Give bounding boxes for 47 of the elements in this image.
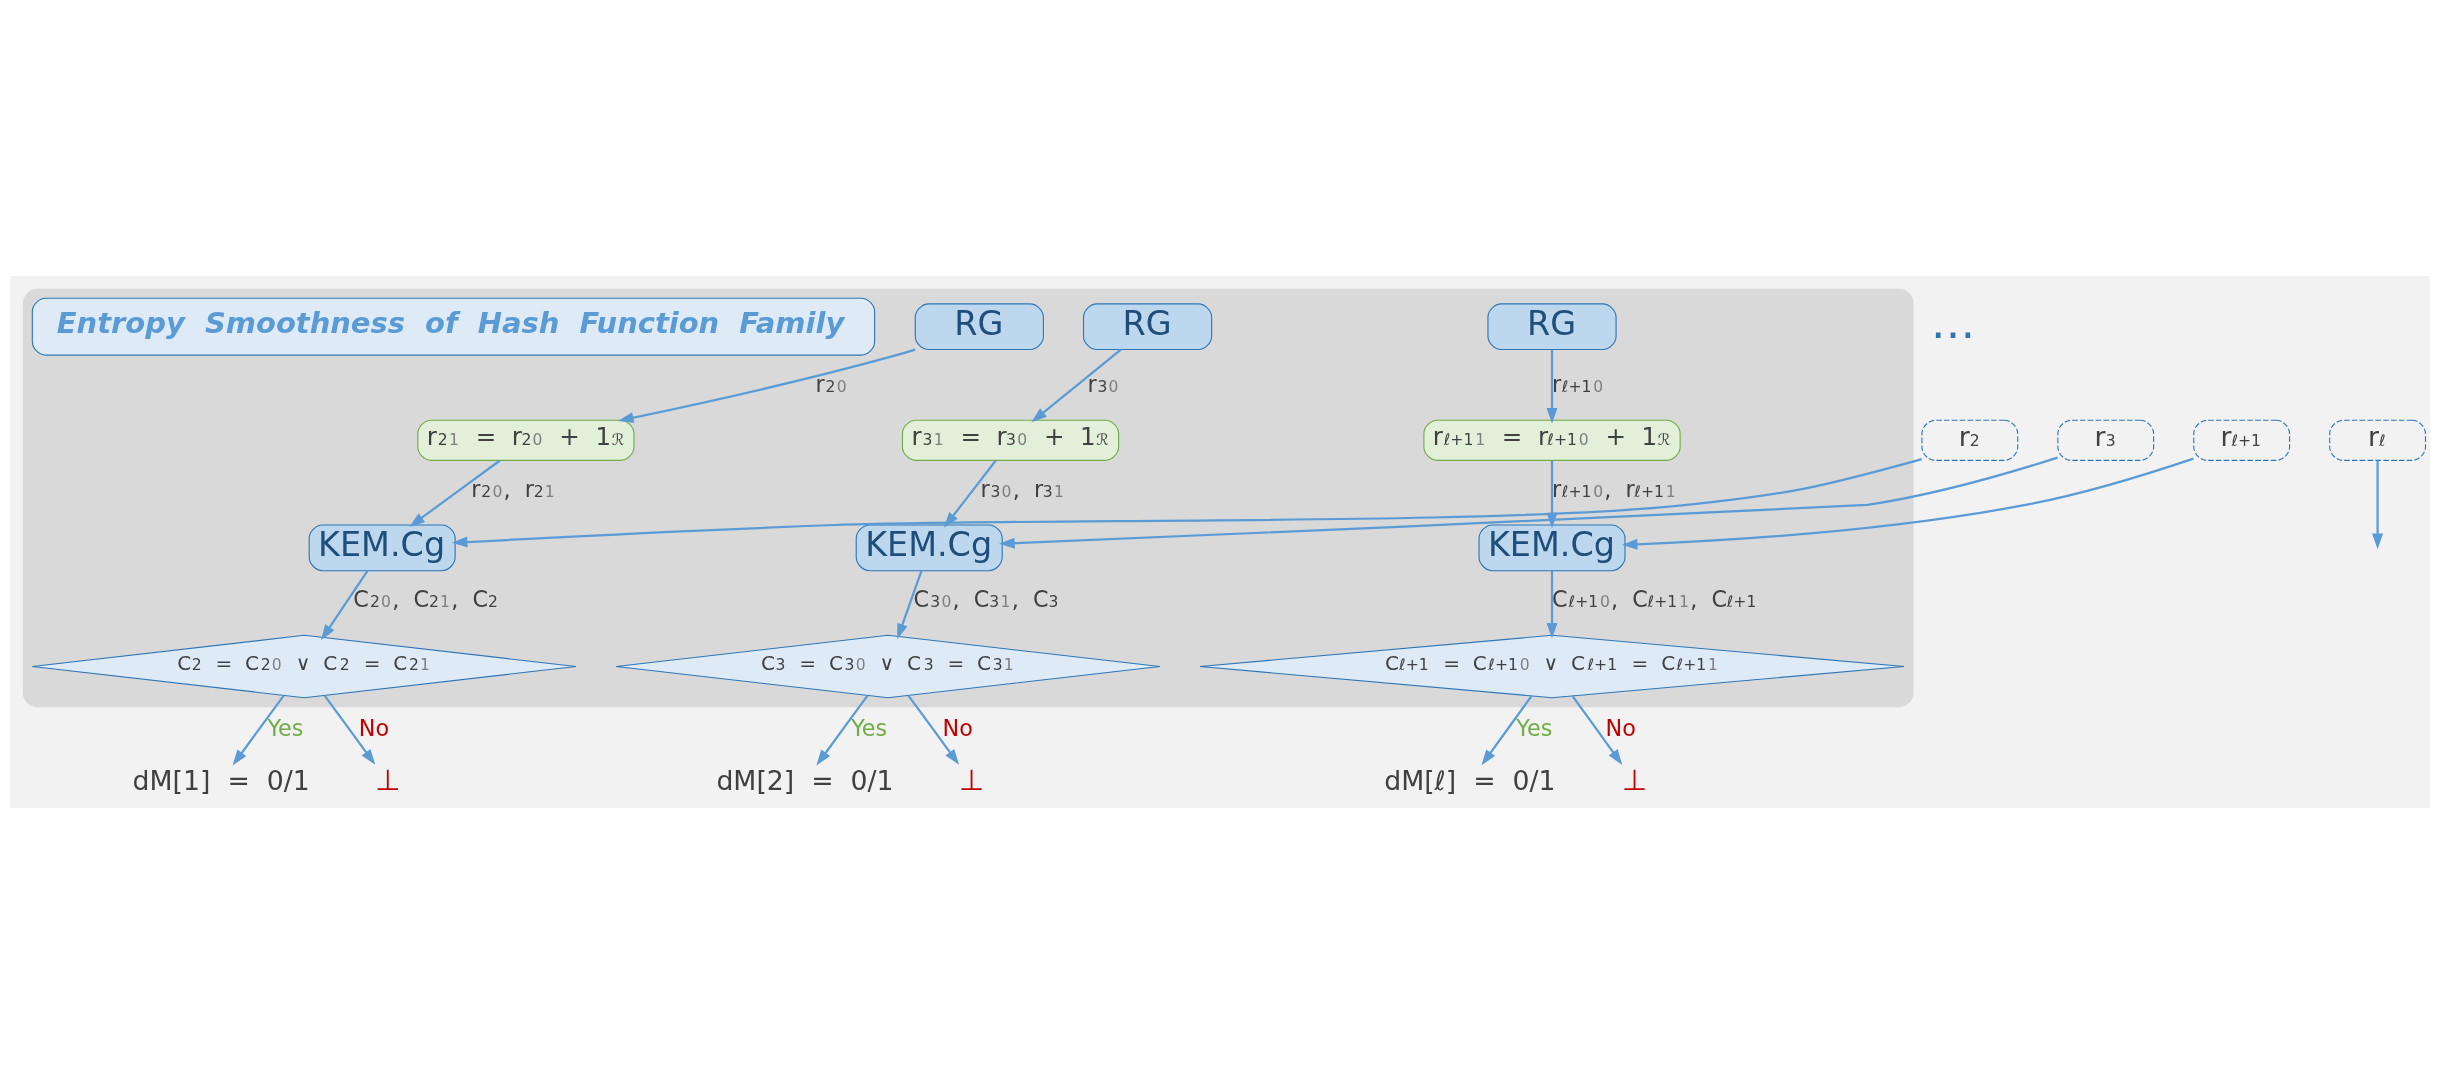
arrow <box>1031 348 1122 423</box>
edge-label: C20, C21, C2 <box>353 586 498 613</box>
arrow <box>816 694 869 766</box>
node-box: rℓ <box>2329 419 2427 461</box>
edge-label: r30, r31 <box>980 476 1064 503</box>
label: … <box>1930 296 1976 349</box>
node-box: KEM.Cg <box>1478 524 1626 572</box>
node-box: KEM.Cg <box>855 524 1003 572</box>
node-box: RG <box>1487 303 1617 351</box>
arrow <box>907 694 960 765</box>
edge-label: r20 <box>815 371 847 398</box>
edge-label: No <box>358 714 390 741</box>
node-box: rℓ+1 <box>2193 419 2291 461</box>
edge-label: No <box>1605 714 1636 741</box>
arrow <box>943 460 997 528</box>
arrow <box>1621 457 2194 550</box>
arrow <box>999 456 2058 549</box>
arrow <box>321 570 369 641</box>
node-box: KEM.Cg <box>308 524 456 572</box>
node-text: dM[ℓ] = 0/1 <box>1384 764 1556 796</box>
cluster <box>22 288 1914 708</box>
node-text: ⊥ <box>374 762 401 797</box>
node-text: ⊥ <box>1621 762 1647 797</box>
arrow <box>617 348 916 424</box>
node-box: RG <box>914 303 1044 351</box>
node-box: r3 <box>2057 419 2155 461</box>
arrow <box>409 459 501 527</box>
node-box: Entropy Smoothness of Hash Function Family <box>31 297 876 356</box>
arrow <box>1546 570 1558 639</box>
node-box: r2 <box>1921 419 2019 461</box>
arrow <box>1571 695 1623 765</box>
edge-label: Yes <box>851 714 888 741</box>
edge-label: No <box>942 714 973 741</box>
node-text: ⊥ <box>958 762 984 797</box>
arrow <box>1481 695 1533 766</box>
arrow <box>897 570 923 640</box>
node-box: RG <box>1082 303 1213 351</box>
arrow <box>1546 349 1558 424</box>
arrow <box>323 694 376 765</box>
node-text: dM[1] = 0/1 <box>132 764 310 796</box>
node-text: dM[2] = 0/1 <box>716 764 894 796</box>
edge-label: Yes <box>1516 714 1553 741</box>
arrow <box>232 694 285 766</box>
edge-label: r30 <box>1087 371 1119 398</box>
edge-label: Yes <box>267 714 304 741</box>
arrow <box>2372 460 2384 550</box>
arrow <box>451 458 1922 548</box>
